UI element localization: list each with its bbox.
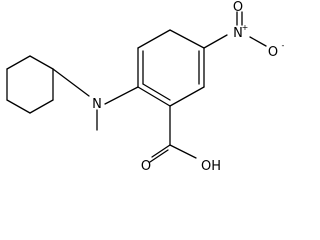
bond [104,86,139,105]
bond [203,34,228,49]
bond [29,99,54,114]
chemical-structure: N N + O O - O OH [6,0,285,174]
nitro-oxygen-right-label: O [268,45,278,60]
amine-linkage [52,68,139,131]
carbonyl-oxygen-label: O [141,159,151,174]
amine-nitrogen-label: N [92,97,102,112]
bond [137,29,171,49]
bond [169,29,205,49]
bond [149,149,169,163]
bond [151,144,171,158]
carboxylic-acid [149,105,197,163]
bond [142,83,171,101]
nitro-group [203,11,267,49]
bond [169,144,197,159]
bond [6,99,31,114]
bond [249,36,267,47]
nitro-nitrogen-label: N [233,26,243,41]
benzene-ring [137,29,205,107]
bond [137,86,171,107]
cyclohexane-ring [6,55,54,114]
bond [52,68,90,97]
bond [29,55,54,70]
bond [6,55,31,70]
nitro-oxygen-charge: - [282,41,285,50]
nitro-oxygen-top-label: O [233,0,243,15]
bond [169,86,205,107]
nitro-nitrogen-charge: + [242,23,249,32]
hydroxyl-label: OH [201,159,221,174]
